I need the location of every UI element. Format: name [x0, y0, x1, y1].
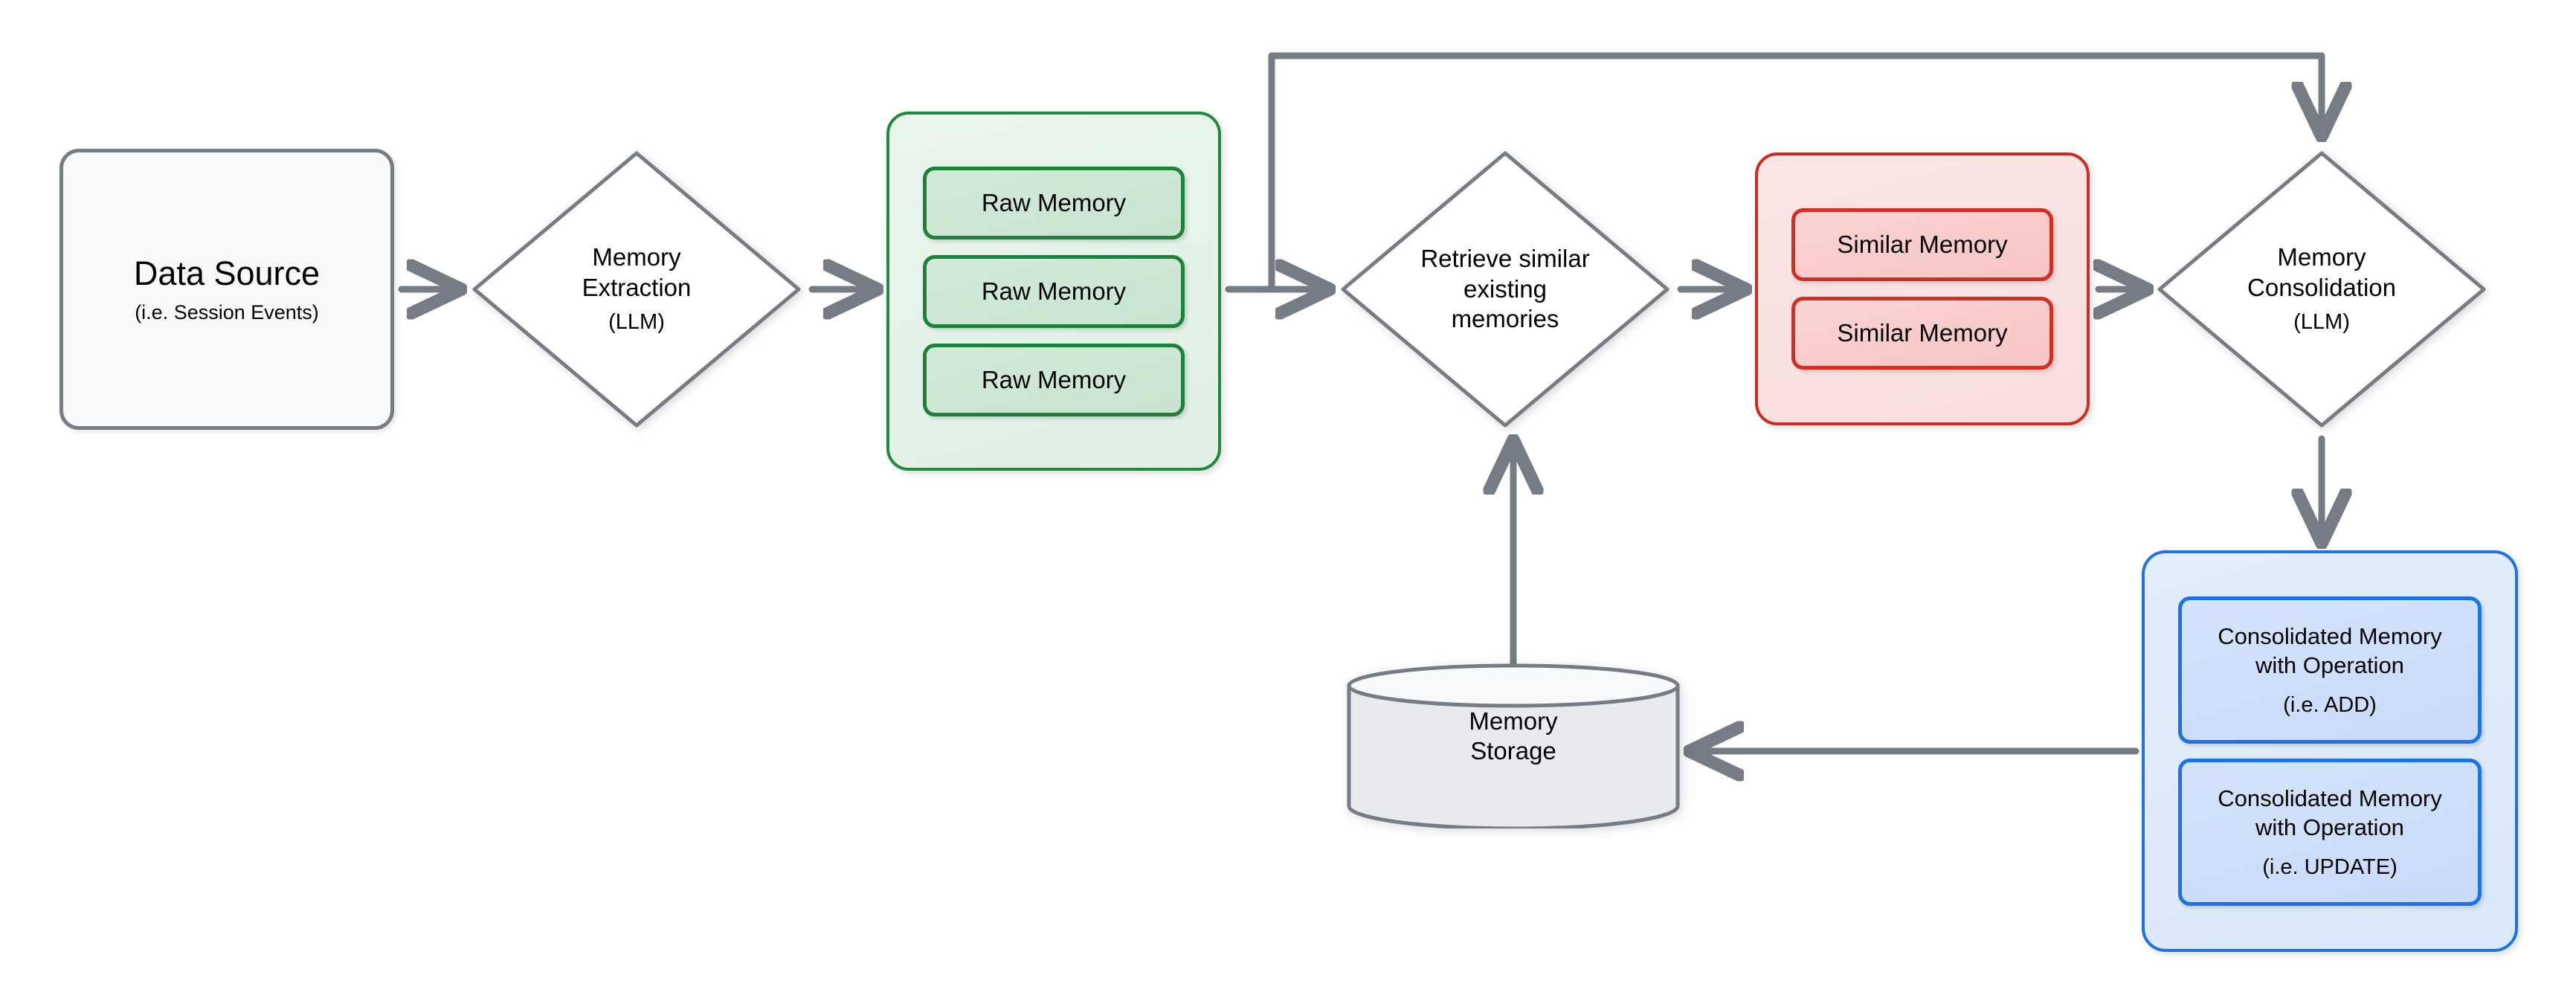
consolidated-memory-line1: Consolidated Memory	[2218, 622, 2442, 649]
similar-memory-item[interactable]: Similar Memory	[1791, 208, 2053, 281]
node-retrieve-similar-memories[interactable]: Retrieve similar existing memories	[1339, 149, 1672, 430]
raw-memory-item[interactable]: Raw Memory	[923, 166, 1185, 239]
similar-memory-label: Similar Memory	[1837, 319, 2008, 347]
raw-memory-item[interactable]: Raw Memory	[923, 343, 1185, 416]
similar-memory-item[interactable]: Similar Memory	[1791, 297, 2053, 370]
consolidated-memory-line1: Consolidated Memory	[2218, 785, 2442, 811]
data-source-title: Data Source	[133, 254, 321, 292]
node-memory-storage[interactable]: Memory Storage	[1346, 663, 1681, 828]
data-source-subtitle: (i.e. Session Events)	[135, 301, 319, 324]
consolidated-memory-item[interactable]: Consolidated Memory with Operation (i.e.…	[2178, 759, 2482, 906]
node-memory-consolidation[interactable]: Memory Consolidation (LLM)	[2155, 149, 2488, 430]
raw-memory-label: Raw Memory	[981, 365, 1127, 393]
raw-memory-label: Raw Memory	[981, 277, 1127, 305]
group-raw-memory[interactable]: Raw Memory Raw Memory Raw Memory	[886, 112, 1221, 471]
node-data-source[interactable]: Data Source (i.e. Session Events)	[59, 149, 394, 430]
raw-memory-label: Raw Memory	[981, 188, 1127, 216]
similar-memory-label: Similar Memory	[1837, 231, 2008, 258]
raw-memory-item[interactable]: Raw Memory	[923, 254, 1185, 328]
node-memory-extraction[interactable]: Memory Extraction (LLM)	[470, 149, 803, 430]
consolidated-memory-line2: with Operation	[2255, 814, 2404, 840]
consolidated-memory-item[interactable]: Consolidated Memory with Operation (i.e.…	[2178, 596, 2482, 744]
consolidated-memory-operation: (i.e. ADD)	[2283, 692, 2377, 717]
diamond-shape	[470, 149, 803, 430]
cylinder-shape	[1347, 663, 1680, 828]
consolidated-memory-operation: (i.e. UPDATE)	[2262, 854, 2398, 879]
diamond-shape	[1339, 149, 1672, 430]
group-consolidated-memory[interactable]: Consolidated Memory with Operation (i.e.…	[2142, 550, 2518, 952]
consolidated-memory-line2: with Operation	[2255, 651, 2404, 678]
group-similar-memory[interactable]: Similar Memory Similar Memory	[1755, 152, 2090, 425]
diamond-shape	[2155, 149, 2488, 430]
